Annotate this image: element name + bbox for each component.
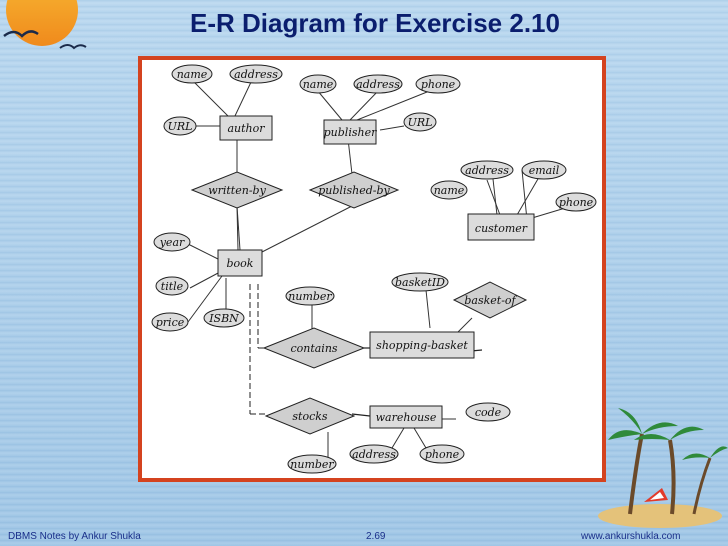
sun-logo-icon xyxy=(3,0,87,50)
rel-contains xyxy=(262,327,366,369)
attr-publisher-url: URL xyxy=(408,116,433,129)
attr-publisher-name: name xyxy=(303,78,334,91)
entity-customer xyxy=(467,213,535,241)
attr-customer-address: address xyxy=(465,164,509,177)
attr-author-name: name xyxy=(177,68,208,81)
footer-right: www.ankurshukla.com xyxy=(581,531,681,542)
rel-stocks xyxy=(264,397,356,435)
label-publisher: publisher xyxy=(324,126,377,139)
entity-author xyxy=(219,115,273,141)
attr-book-price: price xyxy=(156,316,185,329)
diagram-frame: author publisher customer book shopping-… xyxy=(138,56,606,482)
rel-written-by xyxy=(190,171,284,209)
label-stocks: stocks xyxy=(292,410,328,423)
attr-warehouse-code: code xyxy=(475,406,502,419)
attr-customer-name: name xyxy=(434,184,465,197)
label-author: author xyxy=(227,122,265,135)
attr-author-url: URL xyxy=(168,120,193,133)
label-shopping-basket: shopping-basket xyxy=(376,339,468,352)
er-diagram: author publisher customer book shopping-… xyxy=(151,64,597,474)
entity-publisher xyxy=(323,119,377,145)
rel-basket-of xyxy=(452,281,528,319)
footer-page-number: 2.69 xyxy=(366,531,386,542)
entity-shopping-basket xyxy=(369,331,475,359)
attr-book-year: year xyxy=(159,236,185,249)
label-book: book xyxy=(227,257,254,270)
attr-stocks-number: number xyxy=(290,458,334,471)
entity-warehouse xyxy=(369,405,443,429)
attr-book-isbn: ISBN xyxy=(208,312,239,325)
label-written-by: written-by xyxy=(208,184,266,197)
attr-contains-number: number xyxy=(288,290,332,303)
footer-left: DBMS Notes by Ankur Shukla xyxy=(8,531,141,542)
attr-basket-id: basketID xyxy=(395,276,445,289)
attr-warehouse-phone: phone xyxy=(425,448,460,461)
label-published-by: published-by xyxy=(318,184,390,197)
attr-customer-phone: phone xyxy=(559,196,594,209)
attr-publisher-phone: phone xyxy=(421,78,456,91)
label-basket-of: basket-of xyxy=(464,294,517,307)
attr-publisher-address: address xyxy=(356,78,400,91)
attr-warehouse-address: address xyxy=(352,448,396,461)
label-customer: customer xyxy=(475,222,528,235)
label-warehouse: warehouse xyxy=(376,411,437,424)
label-contains: contains xyxy=(290,342,337,355)
palm-island-icon xyxy=(598,408,728,528)
attr-author-address: address xyxy=(234,68,278,81)
entity-book xyxy=(217,249,263,277)
attr-book-title: title xyxy=(161,280,184,293)
slide-title: E-R Diagram for Exercise 2.10 xyxy=(190,8,560,38)
attr-customer-email: email xyxy=(529,164,560,177)
rel-published-by xyxy=(308,171,400,209)
